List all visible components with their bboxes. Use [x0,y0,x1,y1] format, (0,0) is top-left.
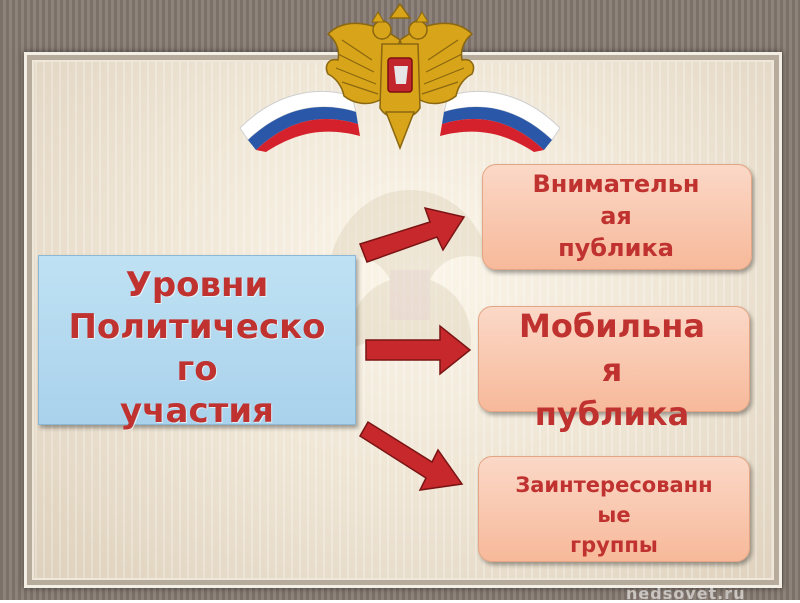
level-line: публика [558,234,674,262]
site-watermark: nedsovet.ru [626,584,746,603]
level-line: Внимательн [532,170,700,198]
level-box-mobile [478,306,750,412]
arrow-right-icon [359,206,466,263]
arrow-right-icon [365,324,472,376]
level-line: публика [534,395,690,433]
level-box-attentive [482,164,752,270]
level-line: группы [570,533,658,557]
title-line: Политическо [68,307,326,347]
level-line: Мобильна [519,307,705,345]
russian-coat-of-arms-icon [239,2,561,152]
arrow-right-icon [358,420,464,491]
level-text-interest-groups: Заинтересованн ые группы [474,470,754,560]
title-line: участия [120,391,274,431]
title-text: Уровни Политическо го участия [38,264,356,432]
level-line: ая [600,202,632,230]
level-box-interest-groups [478,456,750,562]
title-box [38,255,356,425]
title-line: го [176,349,218,389]
level-text-mobile: Мобильна я публика [468,304,756,436]
level-line: ые [597,503,631,527]
level-line: я [601,351,623,389]
title-line: Уровни [125,265,269,305]
level-text-attentive: Внимательн ая публика [482,168,750,264]
russian-flag-ribbon-icon [239,90,561,152]
level-line: Заинтересованн [515,473,713,497]
